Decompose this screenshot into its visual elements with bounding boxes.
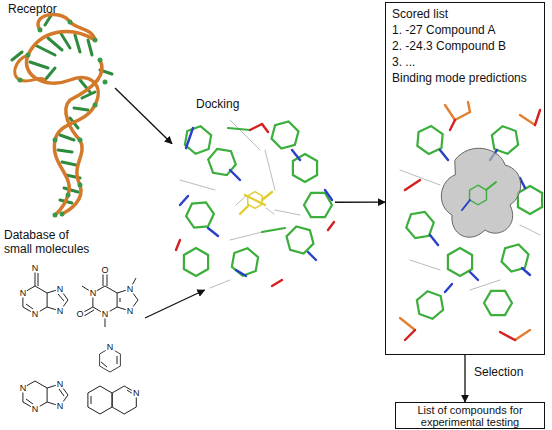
atom-label: N <box>19 289 28 298</box>
rna-structure <box>12 14 112 218</box>
atom-label: N <box>126 285 135 294</box>
atom-label: N <box>31 264 40 273</box>
molecule-structures <box>23 272 138 414</box>
flow-arrow <box>145 290 205 318</box>
atom-label: N <box>56 380 65 389</box>
docking-panel: Docking <box>172 95 335 290</box>
atom-label: N <box>19 384 28 393</box>
flow-arrow <box>115 88 172 144</box>
score-item: 3. ... <box>392 54 538 70</box>
edge-label: Selection <box>474 365 523 379</box>
box-heading: Binding mode predictions <box>392 70 538 86</box>
score-item: 2. -24.3 Compound B <box>392 38 538 54</box>
box-text: List of compounds for experimental testi… <box>398 404 542 428</box>
panel-heading: Database of small molecules <box>4 228 96 256</box>
receptor-panel: Receptor <box>0 0 115 220</box>
atom-label: N <box>89 289 98 298</box>
atom-label: N <box>106 343 115 352</box>
atom-label: N <box>126 307 135 316</box>
database-panel: Database of small molecules <box>0 226 145 426</box>
atom-label: O <box>75 310 84 319</box>
atom-label: N <box>56 307 65 316</box>
binding-mode-view <box>400 102 542 340</box>
atom-label: N <box>101 310 110 319</box>
flow-arrow <box>335 202 385 203</box>
atom-label: N <box>132 389 141 398</box>
atom-label: N <box>31 405 40 414</box>
results-box: Scored list1. -27 Compound A2. -24.3 Com… <box>385 2 545 355</box>
panel-heading: Docking <box>196 97 335 111</box>
docking-pose <box>176 118 335 288</box>
atom-label: N <box>56 402 65 411</box>
atom-label: O <box>100 266 109 275</box>
output-box: List of compounds for experimental testi… <box>395 402 545 429</box>
box-heading: Scored list <box>392 6 538 22</box>
score-item: 1. -27 Compound A <box>392 22 538 38</box>
atom-label: N <box>56 285 65 294</box>
flow-arrow <box>464 355 465 402</box>
atom-label: N <box>31 310 40 319</box>
panel-heading: Receptor <box>8 2 115 16</box>
